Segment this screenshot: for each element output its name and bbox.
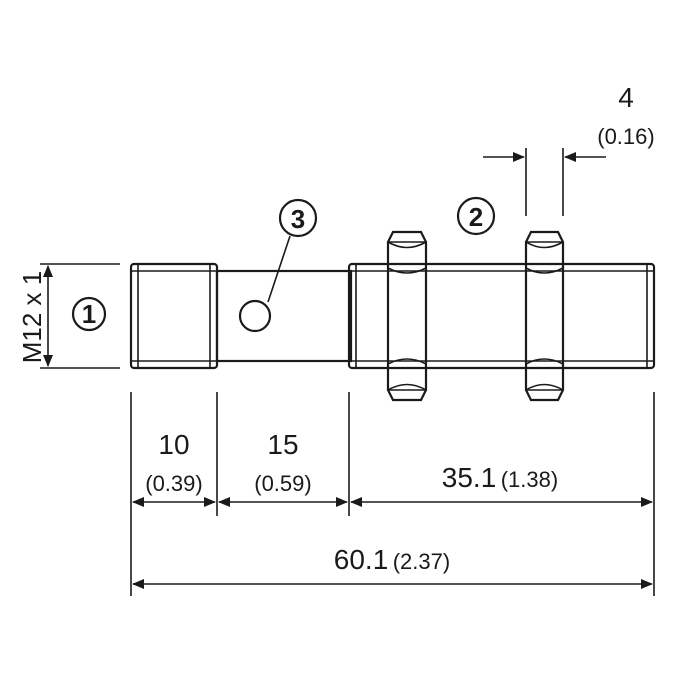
svg-text:60.1 (2.37): 60.1 (2.37) [334, 544, 450, 575]
front-thread-mm: 10 [158, 429, 189, 460]
rear-thread-mm: 35.1 [442, 462, 497, 493]
hex-nut-2 [524, 230, 565, 402]
sensor-body [129, 230, 656, 402]
callout-1: 1 [71, 296, 107, 332]
smooth-section-mm: 15 [267, 429, 298, 460]
total-length-inch: (2.37) [393, 549, 450, 574]
callout-3: 3 [278, 198, 318, 238]
nut-width-mm: 4 [618, 82, 634, 113]
rear-thread-inch: (1.38) [501, 467, 558, 492]
led-indicator [238, 299, 272, 333]
total-length-dimension: 60.1 (2.37) [132, 544, 653, 589]
thread-label: M12 x 1 [17, 271, 47, 364]
nut-width-dimension: 4 (0.16) [483, 82, 655, 216]
total-length-mm: 60.1 [334, 544, 389, 575]
rear-thread-section [347, 262, 656, 370]
hex-nut-1 [386, 230, 428, 402]
svg-text:35.1 (1.38): 35.1 (1.38) [442, 462, 558, 493]
thread-diameter-dimension: M12 x 1 [17, 263, 120, 369]
svg-text:3: 3 [291, 204, 305, 234]
nut-width-inch: (0.16) [597, 124, 654, 149]
front-thread-section [129, 262, 219, 370]
callout-2: 2 [456, 196, 496, 236]
front-thread-inch: (0.39) [145, 471, 202, 496]
extension-lines [130, 392, 655, 596]
rear-thread-dimension: 35.1 (1.38) [350, 462, 653, 507]
smooth-section [215, 269, 353, 363]
svg-text:2: 2 [469, 202, 483, 232]
smooth-section-inch: (0.59) [254, 471, 311, 496]
svg-text:1: 1 [82, 299, 96, 329]
front-thread-dimension: 10 (0.39) [132, 429, 216, 507]
smooth-section-dimension: 15 (0.59) [218, 429, 348, 507]
